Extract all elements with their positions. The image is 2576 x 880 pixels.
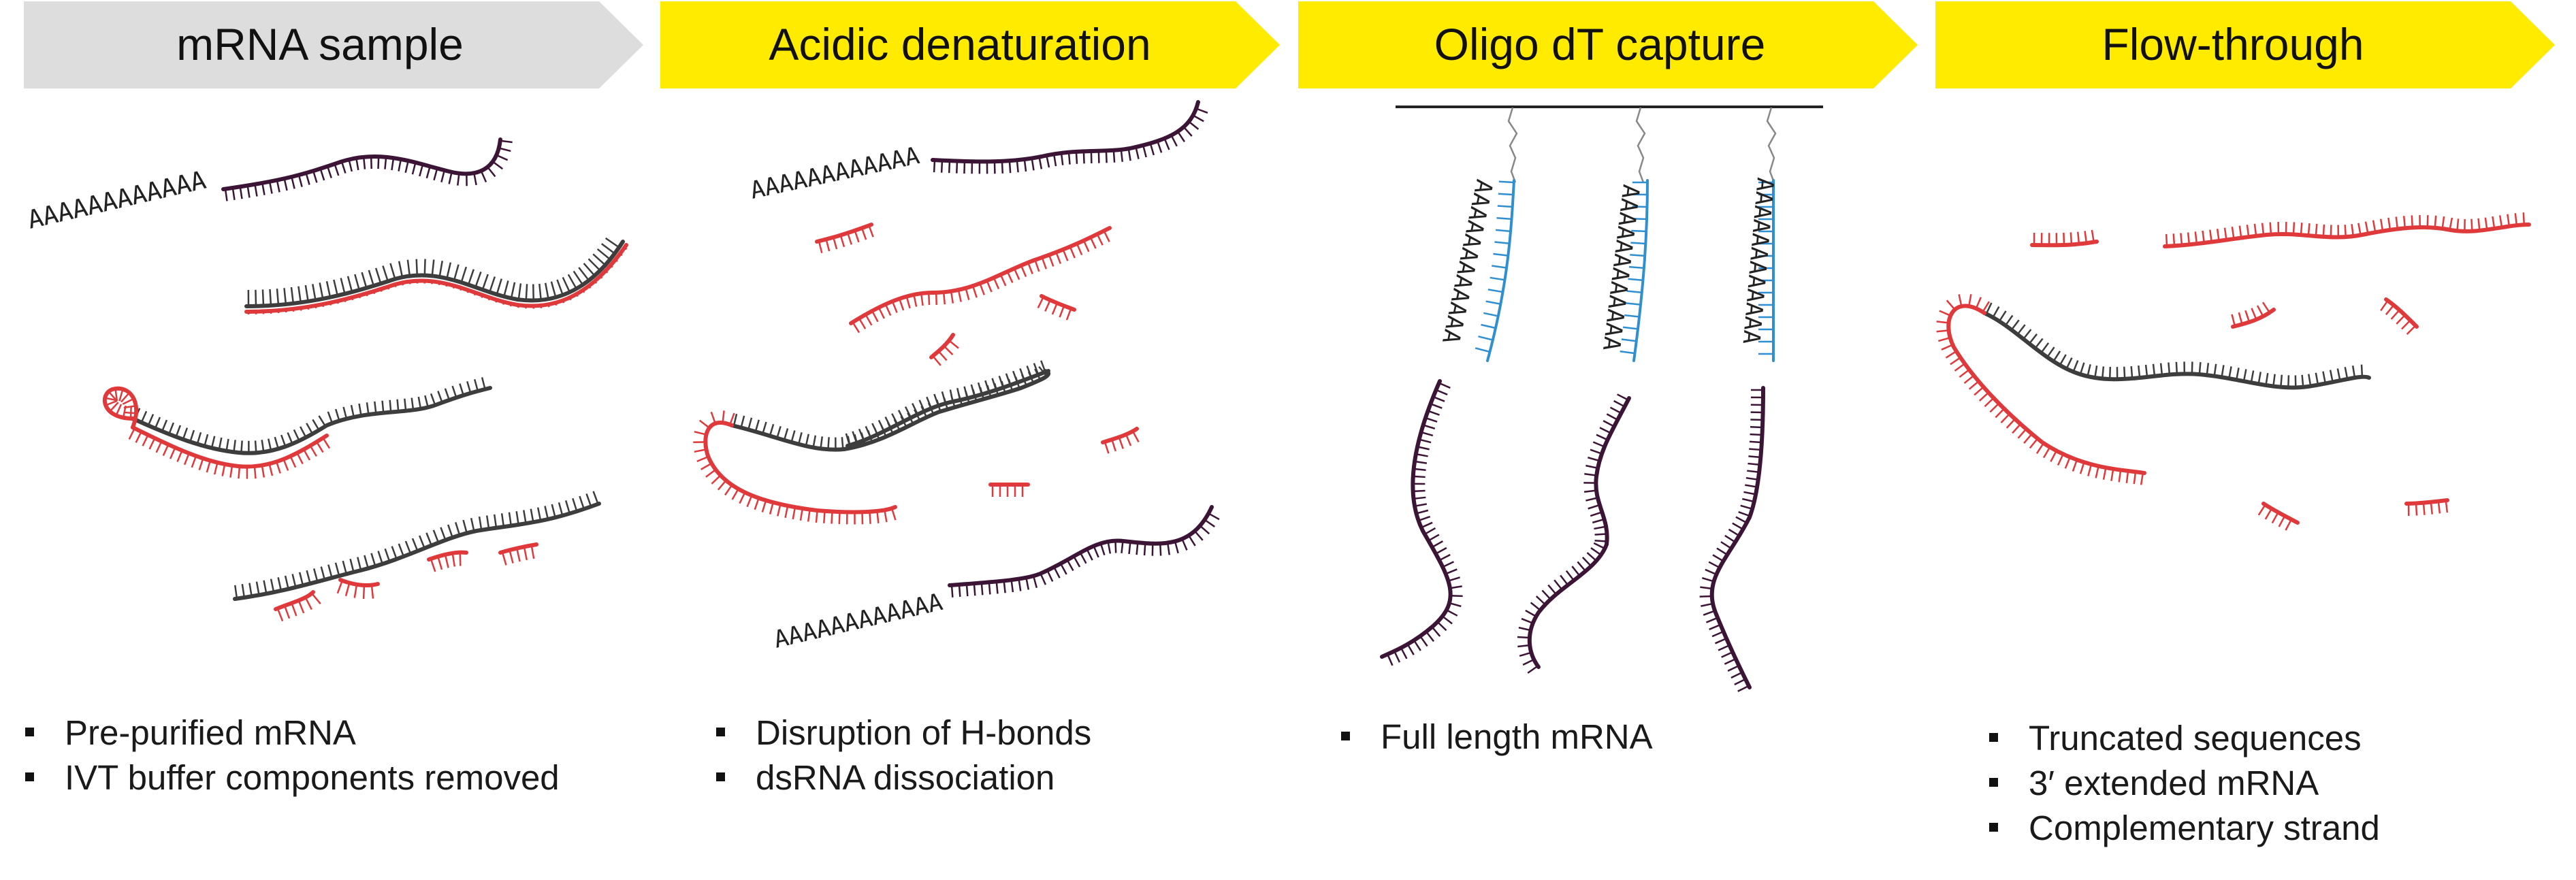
strand-illustrations bbox=[102, 100, 2531, 692]
panel-title-4: Flow-through bbox=[2102, 19, 2364, 69]
p4-frag-red-3-backbone bbox=[2384, 297, 2419, 329]
p2-mrna-1-backbone bbox=[931, 100, 1200, 164]
p1-hairpin-dark bbox=[131, 377, 492, 455]
linker-3 bbox=[1766, 107, 1777, 183]
p3-oligo-dt-1-backbone bbox=[1486, 179, 1515, 362]
p3-mrna-1-backbone bbox=[1380, 379, 1453, 659]
p3-oligo-dt-2 bbox=[1620, 179, 1649, 362]
p1-frag-red-3-backbone bbox=[427, 550, 468, 561]
header-arrow-4: Flow-through bbox=[1935, 1, 2555, 88]
header-arrow-3: Oligo dT capture bbox=[1298, 1, 1918, 88]
p2-red-loop bbox=[693, 410, 897, 525]
p1-dsrna-bottom-backbone bbox=[244, 243, 628, 314]
p4-frag-red-4-backbone bbox=[2261, 502, 2300, 525]
p1-dsrna-top-backbone bbox=[244, 240, 625, 308]
p1-frag-mrna bbox=[233, 491, 601, 601]
p1-frag-red-2 bbox=[336, 578, 380, 599]
p1-dsrna-bottom bbox=[244, 243, 628, 314]
poly-a-label-4: AAAAAAAAAAAA bbox=[1436, 177, 1498, 346]
bullet-item: Pre-purified mRNA bbox=[24, 711, 560, 755]
p1-frag-red-1 bbox=[274, 590, 321, 621]
p2-mrna-2 bbox=[948, 505, 1220, 598]
bullet-item: 3′ extended mRNA bbox=[1988, 761, 2380, 806]
p3-mrna-1 bbox=[1380, 379, 1463, 666]
bullet-item: IVT buffer components removed bbox=[24, 755, 560, 800]
p2-frag-red-1-backbone bbox=[815, 223, 873, 244]
p4-red-loop bbox=[1936, 294, 2146, 485]
p2-mrna-1 bbox=[931, 100, 1208, 174]
arrow-shape-2 bbox=[660, 1, 1280, 88]
arrow-shape-3 bbox=[1298, 1, 1918, 88]
p4-dark-strand-backbone bbox=[1982, 311, 2371, 390]
p1-frag-mrna-backbone bbox=[233, 502, 601, 601]
p3-mrna-3 bbox=[1699, 386, 1765, 692]
bullet-item: Full length mRNA bbox=[1340, 715, 1653, 760]
p2-frag-red-2-backbone bbox=[1040, 294, 1076, 312]
p4-red-loop-backbone bbox=[1946, 304, 2146, 475]
p3-oligo-dt-3 bbox=[1758, 179, 1775, 362]
p4-red-strand-backbone bbox=[2163, 223, 2531, 248]
p2-red-loop-backbone bbox=[703, 421, 897, 515]
bullet-item: Complementary strand bbox=[1988, 806, 2380, 851]
poly-a-label-2: AAAAAAAAAAAA bbox=[748, 142, 922, 205]
p3-mrna-3-backbone bbox=[1709, 386, 1765, 689]
p1-hairpin-red bbox=[128, 425, 331, 479]
bullet-item: dsRNA dissociation bbox=[715, 755, 1091, 800]
panel-title-1: mRNA sample bbox=[176, 19, 464, 69]
bullet-item: Disruption of H-bonds bbox=[715, 711, 1091, 755]
p4-red-strand bbox=[2163, 212, 2531, 248]
p3-oligo-dt-2-backbone bbox=[1632, 179, 1649, 362]
bullets-panel-1: Pre-purified mRNA IVT buffer components … bbox=[24, 711, 560, 800]
panel-title-3: Oligo dT capture bbox=[1434, 19, 1766, 69]
header-arrow-1: mRNA sample bbox=[24, 1, 643, 88]
p3-mrna-2-backbone bbox=[1527, 396, 1631, 669]
arrow-shape-1 bbox=[24, 1, 643, 88]
p2-red-strand bbox=[849, 226, 1112, 333]
p2-frag-red-3 bbox=[929, 333, 959, 366]
p1-mrna-1 bbox=[221, 137, 513, 201]
linker-2 bbox=[1635, 107, 1646, 183]
p1-frag-red-4 bbox=[498, 542, 538, 566]
bullet-item: Truncated sequences bbox=[1988, 716, 2380, 761]
p1-frag-red-3 bbox=[427, 550, 468, 572]
p4-frag-red-3 bbox=[2380, 297, 2419, 335]
p4-frag-red-1-backbone bbox=[2030, 240, 2099, 248]
p1-hairpin-red-backbone bbox=[131, 425, 329, 469]
p2-dark-strand-b bbox=[845, 360, 1050, 448]
p1-frag-red-2-backbone bbox=[338, 578, 380, 587]
poly-a-label-1: AAAAAAAAAAAA bbox=[25, 165, 208, 235]
p4-frag-red-5 bbox=[2404, 498, 2449, 516]
poly-a-label-3: AAAAAAAAAAAA bbox=[771, 589, 945, 654]
p2-mrna-2-backbone bbox=[948, 505, 1214, 587]
linker-1 bbox=[1507, 107, 1518, 183]
p4-frag-red-1 bbox=[2030, 229, 2099, 248]
p1-dsrna-top bbox=[244, 237, 625, 308]
p2-frag-red-4 bbox=[1101, 427, 1140, 454]
p1-hairpin-dark-backbone bbox=[131, 386, 492, 455]
header-arrow-2: Acidic denaturation bbox=[660, 1, 1280, 88]
p4-frag-red-2 bbox=[2231, 302, 2276, 329]
p2-frag-red-2 bbox=[1037, 294, 1076, 321]
p2-frag-red-1 bbox=[815, 223, 874, 254]
p4-frag-red-5-backbone bbox=[2404, 498, 2449, 506]
p4-frag-red-4 bbox=[2257, 502, 2300, 531]
p2-frag-red-5 bbox=[988, 483, 1030, 497]
panel-title-2: Acidic denaturation bbox=[769, 19, 1150, 69]
arrow-shape-4 bbox=[1935, 1, 2555, 88]
p4-dark-strand bbox=[1982, 302, 2371, 390]
bullets-panel-3: Full length mRNA bbox=[1340, 715, 1653, 760]
p1-frag-red-4-backbone bbox=[498, 542, 538, 555]
p3-mrna-2 bbox=[1517, 393, 1631, 674]
p2-frag-red-3-backbone bbox=[929, 333, 955, 359]
p1-hairpin-loop bbox=[102, 386, 139, 429]
bullets-panel-2: Disruption of H-bonds dsRNA dissociation bbox=[715, 711, 1091, 800]
p2-dark-strand-b-backbone bbox=[846, 369, 1050, 448]
p1-frag-red-1-backbone bbox=[274, 590, 315, 611]
p3-oligo-dt-1 bbox=[1475, 179, 1515, 362]
bullets-panel-4: Truncated sequences 3′ extended mRNA Com… bbox=[1988, 716, 2380, 851]
